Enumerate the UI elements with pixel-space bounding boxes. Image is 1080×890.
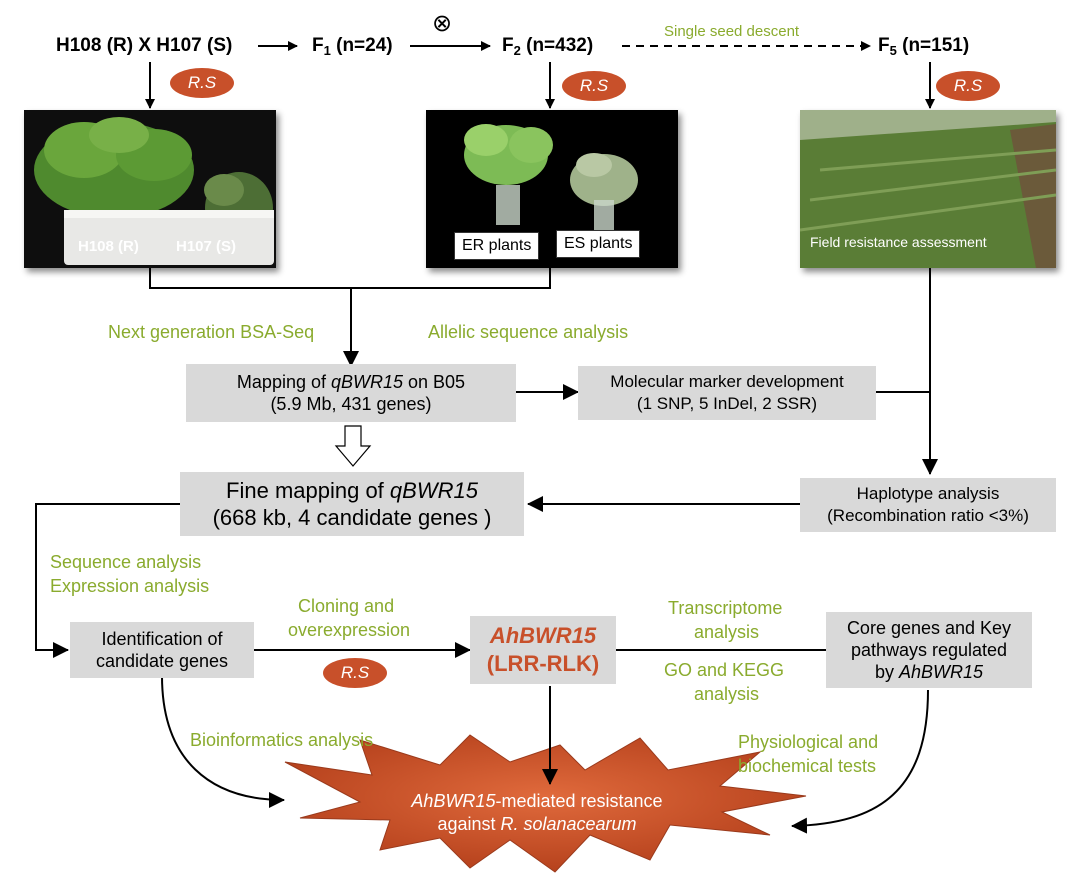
field-illustration — [800, 110, 1056, 268]
rs-badge-f2: R.S — [562, 71, 626, 101]
rs-badge-cross: R.S — [170, 68, 234, 98]
label-expression-analysis: Expression analysis — [50, 576, 210, 596]
rs-badge-f5: R.S — [936, 71, 1000, 101]
f1-label: F1 (n=24) — [312, 35, 393, 58]
photo-parent-plants: H108 (R) H107 (S) — [24, 110, 276, 268]
photo-label-es: ES plants — [556, 230, 641, 258]
label-physiological: Physiological and — [738, 732, 879, 752]
ahbwr15-gene-box: AhBWR15 (LRR-RLK) — [470, 616, 616, 684]
photo-label-field: Field resistance assessment — [810, 234, 987, 250]
label-transcriptome-analysis: analysis — [694, 622, 760, 642]
resistance-starburst — [284, 734, 807, 873]
f5-label: F5 (n=151) — [878, 35, 970, 58]
label-transcriptome: Transcriptome — [668, 598, 783, 618]
label-biochemical: biochemical tests — [738, 756, 877, 776]
arrow-fine-to-identification — [35, 503, 180, 658]
rs-badge-overexpression: R.S — [323, 658, 387, 688]
resistance-outcome-text: AhBWR15-mediated resistance against R. s… — [411, 791, 663, 834]
haplotype-box: Haplotype analysis (Recombination ratio … — [800, 478, 1056, 532]
arrow-physiological-curve — [791, 689, 929, 834]
cross-label: H108 (R) X H107 (S) — [56, 35, 233, 56]
core-genes-box: Core genes and Key pathways regulated by… — [826, 612, 1032, 688]
label-bsa-seq: Next generation BSA-Seq — [108, 322, 315, 342]
mapping-box: Mapping of qBWR15 on B05 (5.9 Mb, 431 ge… — [186, 364, 516, 422]
marker-development-box: Molecular marker development (1 SNP, 5 I… — [578, 366, 876, 420]
label-cloning: Cloning and — [298, 596, 395, 616]
label-bioinformatics: Bioinformatics analysis — [190, 730, 374, 750]
selfing-symbol: ⊗ — [432, 10, 453, 37]
hollow-arrow-mapping-to-fine — [334, 425, 372, 467]
f2-label: F2 (n=432) — [502, 35, 594, 58]
label-go-kegg-analysis: analysis — [694, 684, 760, 704]
label-overexpression: overexpression — [288, 620, 411, 640]
photo-label-er: ER plants — [454, 232, 540, 260]
photo-label-h107: H107 (S) — [176, 238, 237, 255]
plants-illustration — [34, 117, 274, 265]
label-sequence-analysis: Sequence analysis — [50, 552, 202, 572]
photo-label-h108: H108 (R) — [78, 238, 139, 255]
fine-mapping-box: Fine mapping of qBWR15 (668 kb, 4 candid… — [180, 472, 524, 536]
label-allelic: Allelic sequence analysis — [428, 322, 629, 342]
single-seed-descent-label: Single seed descent — [664, 23, 800, 40]
f2-plants-illustration — [464, 124, 638, 230]
identification-box: Identification of candidate genes — [70, 622, 254, 678]
photo-field: Field resistance assessment — [800, 110, 1056, 268]
photo-f2-plants: ER plants ES plants — [426, 110, 678, 268]
arrow-bioinformatics-curve — [161, 675, 285, 808]
label-go-kegg: GO and KEGG — [664, 660, 785, 680]
connector-photos-bracket — [149, 268, 551, 289]
